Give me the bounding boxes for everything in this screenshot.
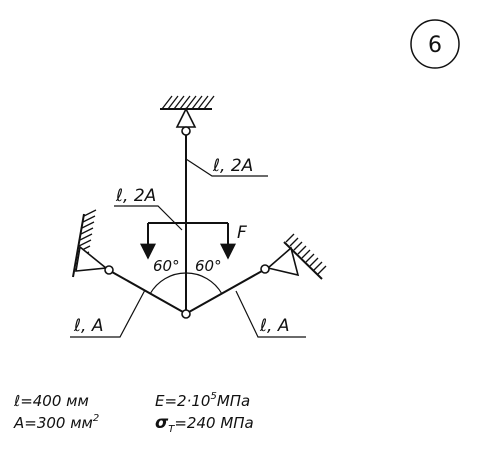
area-param-value: A=300 мм: [13, 414, 93, 432]
beam-label: ℓ, 2A: [115, 186, 156, 206]
vertical-rod-label: ℓ, 2A: [212, 156, 253, 176]
right-rod-leader: [235, 290, 306, 338]
top-support-pin: [175, 107, 197, 128]
problem-number-circle: [410, 19, 460, 69]
right-inclined-rod: [188, 270, 263, 313]
area-param: A=300 мм2: [13, 413, 99, 432]
yield-stress-value: =240 МПа: [174, 414, 253, 432]
parameters-block: ℓ=400 мм A=300 мм2 E=2·105МПа σT=240 МПа: [13, 391, 254, 435]
right-support: [260, 233, 327, 280]
left-support: [72, 209, 114, 278]
yield-stress-symbol: σ: [155, 413, 169, 433]
left-rod-label: ℓ, A: [73, 316, 103, 336]
modulus-param-unit: МПа: [217, 392, 250, 410]
problem-number-badge: 6: [410, 19, 460, 69]
yield-stress-subscript: T: [168, 424, 175, 435]
length-param: ℓ=400 мм: [13, 392, 89, 410]
left-support-pin: [75, 245, 109, 272]
beam-leader: [114, 205, 183, 231]
top-hinge: [181, 126, 191, 136]
area-param-exponent: 2: [93, 413, 99, 424]
angle-right-label: 60°: [195, 257, 222, 275]
modulus-param: E=2·105МПа: [155, 391, 250, 410]
left-rod-leader: [70, 289, 146, 338]
left-inclined-rod: [111, 271, 184, 313]
left-hinge: [104, 265, 114, 275]
force-label: F: [237, 223, 247, 243]
angle-arc-right: [185, 272, 223, 295]
top-support-hatching: [161, 95, 215, 110]
top-support: [160, 95, 215, 136]
angle-left-label: 60°: [153, 257, 180, 275]
right-hinge: [260, 264, 270, 274]
modulus-param-value: E=2·10: [155, 392, 210, 410]
yield-stress-param: σT=240 МПа: [155, 413, 254, 435]
angle-arc-left: [149, 272, 187, 295]
bottom-joint: [181, 309, 191, 319]
right-support-pin: [266, 246, 300, 277]
right-rod-label: ℓ, A: [259, 316, 289, 336]
modulus-param-exponent: 5: [210, 391, 216, 402]
right-support-hatching: [285, 233, 327, 275]
problem-number: 6: [428, 33, 442, 58]
vertical-rod-leader: [185, 158, 268, 177]
